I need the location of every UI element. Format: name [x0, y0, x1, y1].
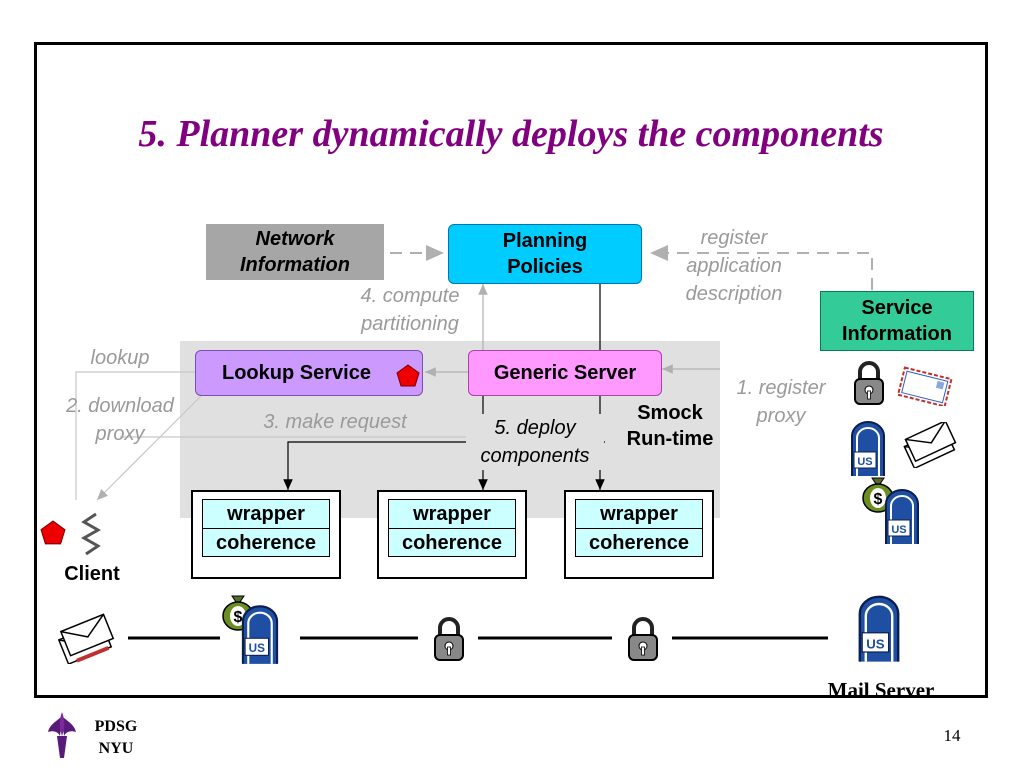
mailbox-icon: US [241, 605, 279, 664]
dollar-sign: $ [874, 491, 883, 508]
mailbox-icon: US [885, 489, 919, 544]
envelopes-stack-icon [903, 422, 957, 468]
wrapper-component-1: wrapper coherence [191, 490, 341, 579]
wrapper-component-2: wrapper coherence [377, 490, 527, 579]
client-label: Client [64, 563, 120, 585]
proxy-pentagon-icon [396, 364, 420, 387]
slide-frame [34, 42, 988, 698]
page-number: 14 [943, 726, 961, 745]
planning-policies-box: Planning Policies [448, 224, 642, 284]
lookup-label: lookup [90, 347, 150, 369]
deploy-components-label: 5. deploy components [466, 414, 604, 470]
wrapper-component-3: wrapper coherence [564, 490, 714, 579]
service-to-planning-arrow [650, 245, 873, 290]
compute-partitioning-label: 4. compute partitioning [360, 285, 460, 335]
register-proxy-label: 1. register proxy [736, 377, 826, 427]
wrapper-inner: wrapper coherence [202, 499, 330, 557]
svg-text:US: US [891, 524, 906, 536]
coherence-label: coherence [389, 528, 515, 557]
padlock-icon [434, 617, 464, 661]
planning-policies-label: Planning Policies [502, 230, 588, 278]
download-proxy-arrow [96, 391, 206, 501]
org-line-1: PDSG [94, 718, 138, 735]
client-pentagon-icon [40, 520, 66, 545]
wrapper-label: wrapper [227, 503, 305, 525]
svg-text:US: US [249, 642, 265, 655]
service-information-box: Service Information [820, 291, 974, 351]
slide-title: 5. Planner dynamically deploys the compo… [138, 113, 884, 155]
lookup-service-label: Lookup Service [222, 362, 371, 384]
coherence-label: coherence [576, 528, 702, 557]
make-request-label: 3. make request [263, 411, 407, 433]
wrapper-label: wrapper [413, 503, 491, 525]
padlock-icon [628, 617, 658, 661]
client-spring-icon [80, 512, 102, 556]
svg-text:US: US [866, 636, 885, 651]
lookup-service-box: Lookup Service [195, 350, 423, 396]
register-application-label: register application description [685, 227, 783, 305]
mailbox-icon: US [851, 421, 885, 476]
generic-server-label: Generic Server [493, 362, 637, 384]
download-proxy-label: 2. download proxy [66, 395, 174, 445]
service-information-label: Service Information [842, 297, 952, 345]
us-text: US [857, 456, 872, 468]
org-line-2: NYU [98, 740, 134, 757]
network-information-box: Network Information [206, 224, 384, 280]
envelopes-stack-icon [57, 613, 115, 664]
wrapper-label: wrapper [600, 503, 678, 525]
mail-server-mailbox-icon: US [858, 595, 900, 662]
smock-runtime-label: Smock Run-time [626, 402, 714, 450]
generic-server-box: Generic Server [468, 350, 662, 396]
org-name: PDSG NYU [86, 716, 146, 760]
network-information-label: Network Information [240, 228, 350, 276]
lookup-line [75, 371, 195, 500]
nyu-torch-logo-icon [48, 712, 76, 758]
svg-text:$: $ [234, 609, 243, 626]
coherence-label: coherence [203, 528, 329, 557]
padlock-icon [854, 361, 884, 405]
wrapper-inner: wrapper coherence [388, 499, 516, 557]
mail-server-label: Mail Server [827, 678, 935, 702]
envelope-icon [896, 366, 953, 406]
wrapper-inner: wrapper coherence [575, 499, 703, 557]
